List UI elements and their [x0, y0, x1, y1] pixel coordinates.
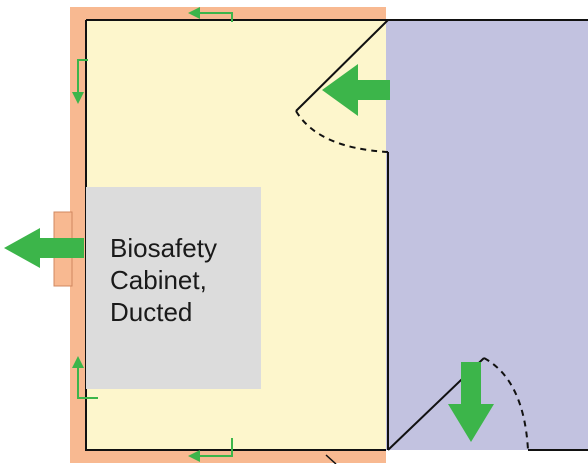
wall-corner-line	[325, 454, 337, 464]
cabinet-label-line: Cabinet,	[110, 265, 207, 295]
biosafety-cabinet	[86, 187, 261, 389]
green-arrow-icon	[448, 362, 494, 442]
lab-door	[295, 19, 389, 112]
cabinet-label: Biosafety Cabinet, Ducted	[110, 232, 217, 328]
anteroom-door-swing	[483, 357, 529, 451]
anteroom-area	[386, 20, 588, 450]
green-hook-arrow-icon	[72, 356, 98, 399]
green-arrow-icon	[322, 64, 390, 116]
green-arrow-icon	[4, 228, 84, 268]
lab-door-swing	[295, 110, 389, 153]
cabinet-label-line: Ducted	[110, 297, 193, 327]
green-hook-arrow-icon	[72, 59, 88, 104]
green-hook-arrow-icon	[188, 7, 233, 22]
lab-wall-outline	[85, 19, 386, 451]
green-hook-arrow-icon	[188, 438, 233, 462]
cabinet-label-line: Biosafety	[110, 233, 217, 263]
